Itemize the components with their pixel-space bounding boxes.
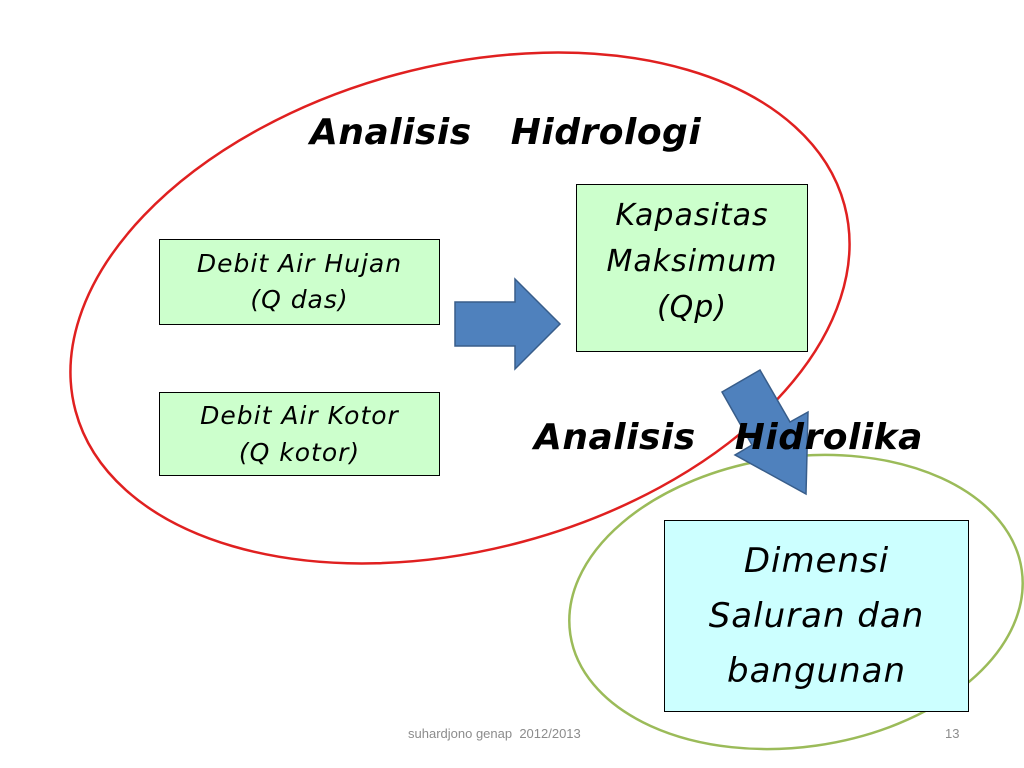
hidrologi-ellipse — [69, 51, 851, 565]
box-line: (Q das) — [250, 285, 349, 314]
footer-author: suhardjono genap 2012/2013 — [408, 726, 581, 741]
diagonal-arrow — [720, 368, 809, 496]
box-line: Dimensi — [743, 540, 890, 581]
box-line: Debit Air Kotor — [200, 401, 399, 430]
box-line: (Qp) — [656, 290, 728, 325]
heading-analisis-hidrolika: Analisis Hidrolika — [534, 417, 923, 458]
box-kapasitas-maksimum: Kapasitas Maksimum (Qp) — [576, 184, 808, 352]
box-line: bangunan — [726, 650, 907, 691]
box-debit-air-kotor: Debit Air Kotor (Q kotor) — [159, 392, 440, 476]
slide-number: 13 — [945, 726, 960, 741]
box-line: Maksimum — [606, 244, 778, 279]
box-debit-air-hujan: Debit Air Hujan (Q das) — [159, 239, 440, 325]
box-line: Saluran dan — [708, 595, 925, 636]
box-line: (Q kotor) — [238, 438, 361, 467]
right-arrow — [454, 277, 562, 371]
box-dimensi-saluran: Dimensi Saluran dan bangunan — [664, 520, 969, 712]
box-line: Kapasitas — [615, 198, 769, 233]
heading-analisis-hidrologi: Analisis Hidrologi — [310, 112, 702, 153]
box-line: Debit Air Hujan — [196, 249, 403, 278]
